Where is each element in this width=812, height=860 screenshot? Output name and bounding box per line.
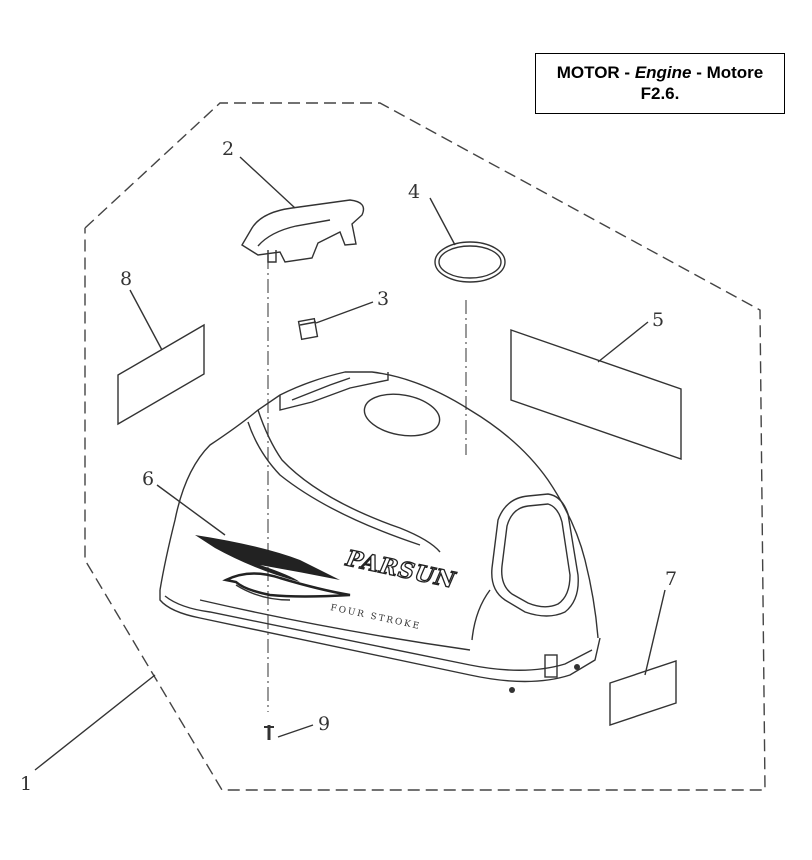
callout-5: 5 <box>652 309 664 331</box>
leader-8 <box>129 289 163 351</box>
callout-4: 4 <box>408 181 420 203</box>
title-code: F2.6. <box>640 84 680 103</box>
title-engine: Engine <box>634 63 692 82</box>
part-seal-ring <box>434 241 506 283</box>
leader-6 <box>156 484 226 536</box>
leader-3 <box>315 301 374 324</box>
title-line: MOTOR - Engine - Motore <box>536 62 784 83</box>
callout-7: 7 <box>665 568 677 590</box>
part-handle-cover <box>241 199 365 263</box>
callout-8: 8 <box>120 268 132 290</box>
part-clip <box>297 317 319 341</box>
callout-9: 9 <box>318 713 330 735</box>
callout-1: 1 <box>20 773 32 795</box>
leader-5 <box>597 321 649 363</box>
title-motore: - Motore <box>691 63 764 82</box>
part-decal-small <box>609 660 677 726</box>
part-decal-right <box>510 329 682 460</box>
part-engine-cowling <box>159 371 601 693</box>
callout-3: 3 <box>377 288 389 310</box>
leader-4 <box>429 197 456 246</box>
callout-2: 2 <box>222 138 234 160</box>
leader-7 <box>644 589 666 676</box>
part-screw <box>264 725 274 740</box>
part-decal-left <box>117 323 205 426</box>
leader-2 <box>239 156 296 209</box>
leader-1 <box>34 674 156 771</box>
callout-6: 6 <box>142 468 154 490</box>
cowling-brand: PARSUN <box>343 545 458 594</box>
leader-9 <box>277 724 314 738</box>
assembly-boundary <box>84 102 766 791</box>
cowling-subtext: FOUR STROKE <box>329 603 422 632</box>
diagram-title-box: MOTOR - Engine - Motore F2.6. <box>535 53 785 114</box>
title-motor: MOTOR - <box>556 63 635 82</box>
